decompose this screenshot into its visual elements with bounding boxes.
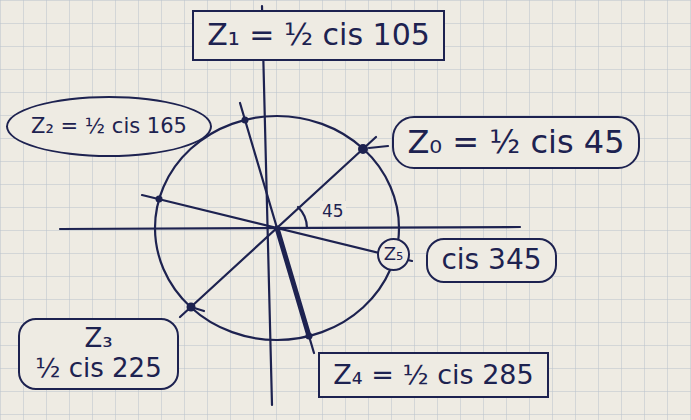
label-box: Z₁ = ½ cis 105 [192, 10, 445, 61]
real-axis [60, 227, 520, 229]
label-box: Z₄ = ½ cis 285 [318, 352, 549, 398]
label-circle: Z₅ [377, 238, 410, 271]
radial-line [240, 103, 314, 353]
label-box: Z₀ = ½ cis 45 [392, 116, 640, 169]
label-ellipse: Z₂ = ½ cis 165 [6, 96, 212, 157]
node-text: Z₁ = ½ cis 105 [206, 18, 431, 53]
node-text: ½ cis 225 [34, 354, 163, 384]
radius-z4 [277, 228, 309, 336]
point-z0 [358, 144, 368, 154]
point-z2 [156, 196, 163, 203]
label-box: cis 345 [426, 238, 557, 283]
node-text: cis 345 [440, 244, 543, 276]
angle-arc [298, 207, 307, 228]
angle-label: 45 [320, 201, 346, 221]
label-box: Z₃½ cis 225 [18, 318, 179, 390]
node-text: Z₀ = ½ cis 45 [406, 124, 626, 161]
node-text: Z₃ [34, 324, 163, 354]
point-z3 [187, 303, 196, 312]
node-text: Z₅ [384, 244, 404, 265]
node-text: Z₂ = ½ cis 165 [30, 114, 188, 138]
point-z1 [242, 117, 249, 124]
leader-line [369, 146, 388, 148]
node-text: Z₄ = ½ cis 285 [332, 359, 535, 390]
point-z4 [306, 333, 313, 340]
unit-circle [155, 116, 399, 340]
